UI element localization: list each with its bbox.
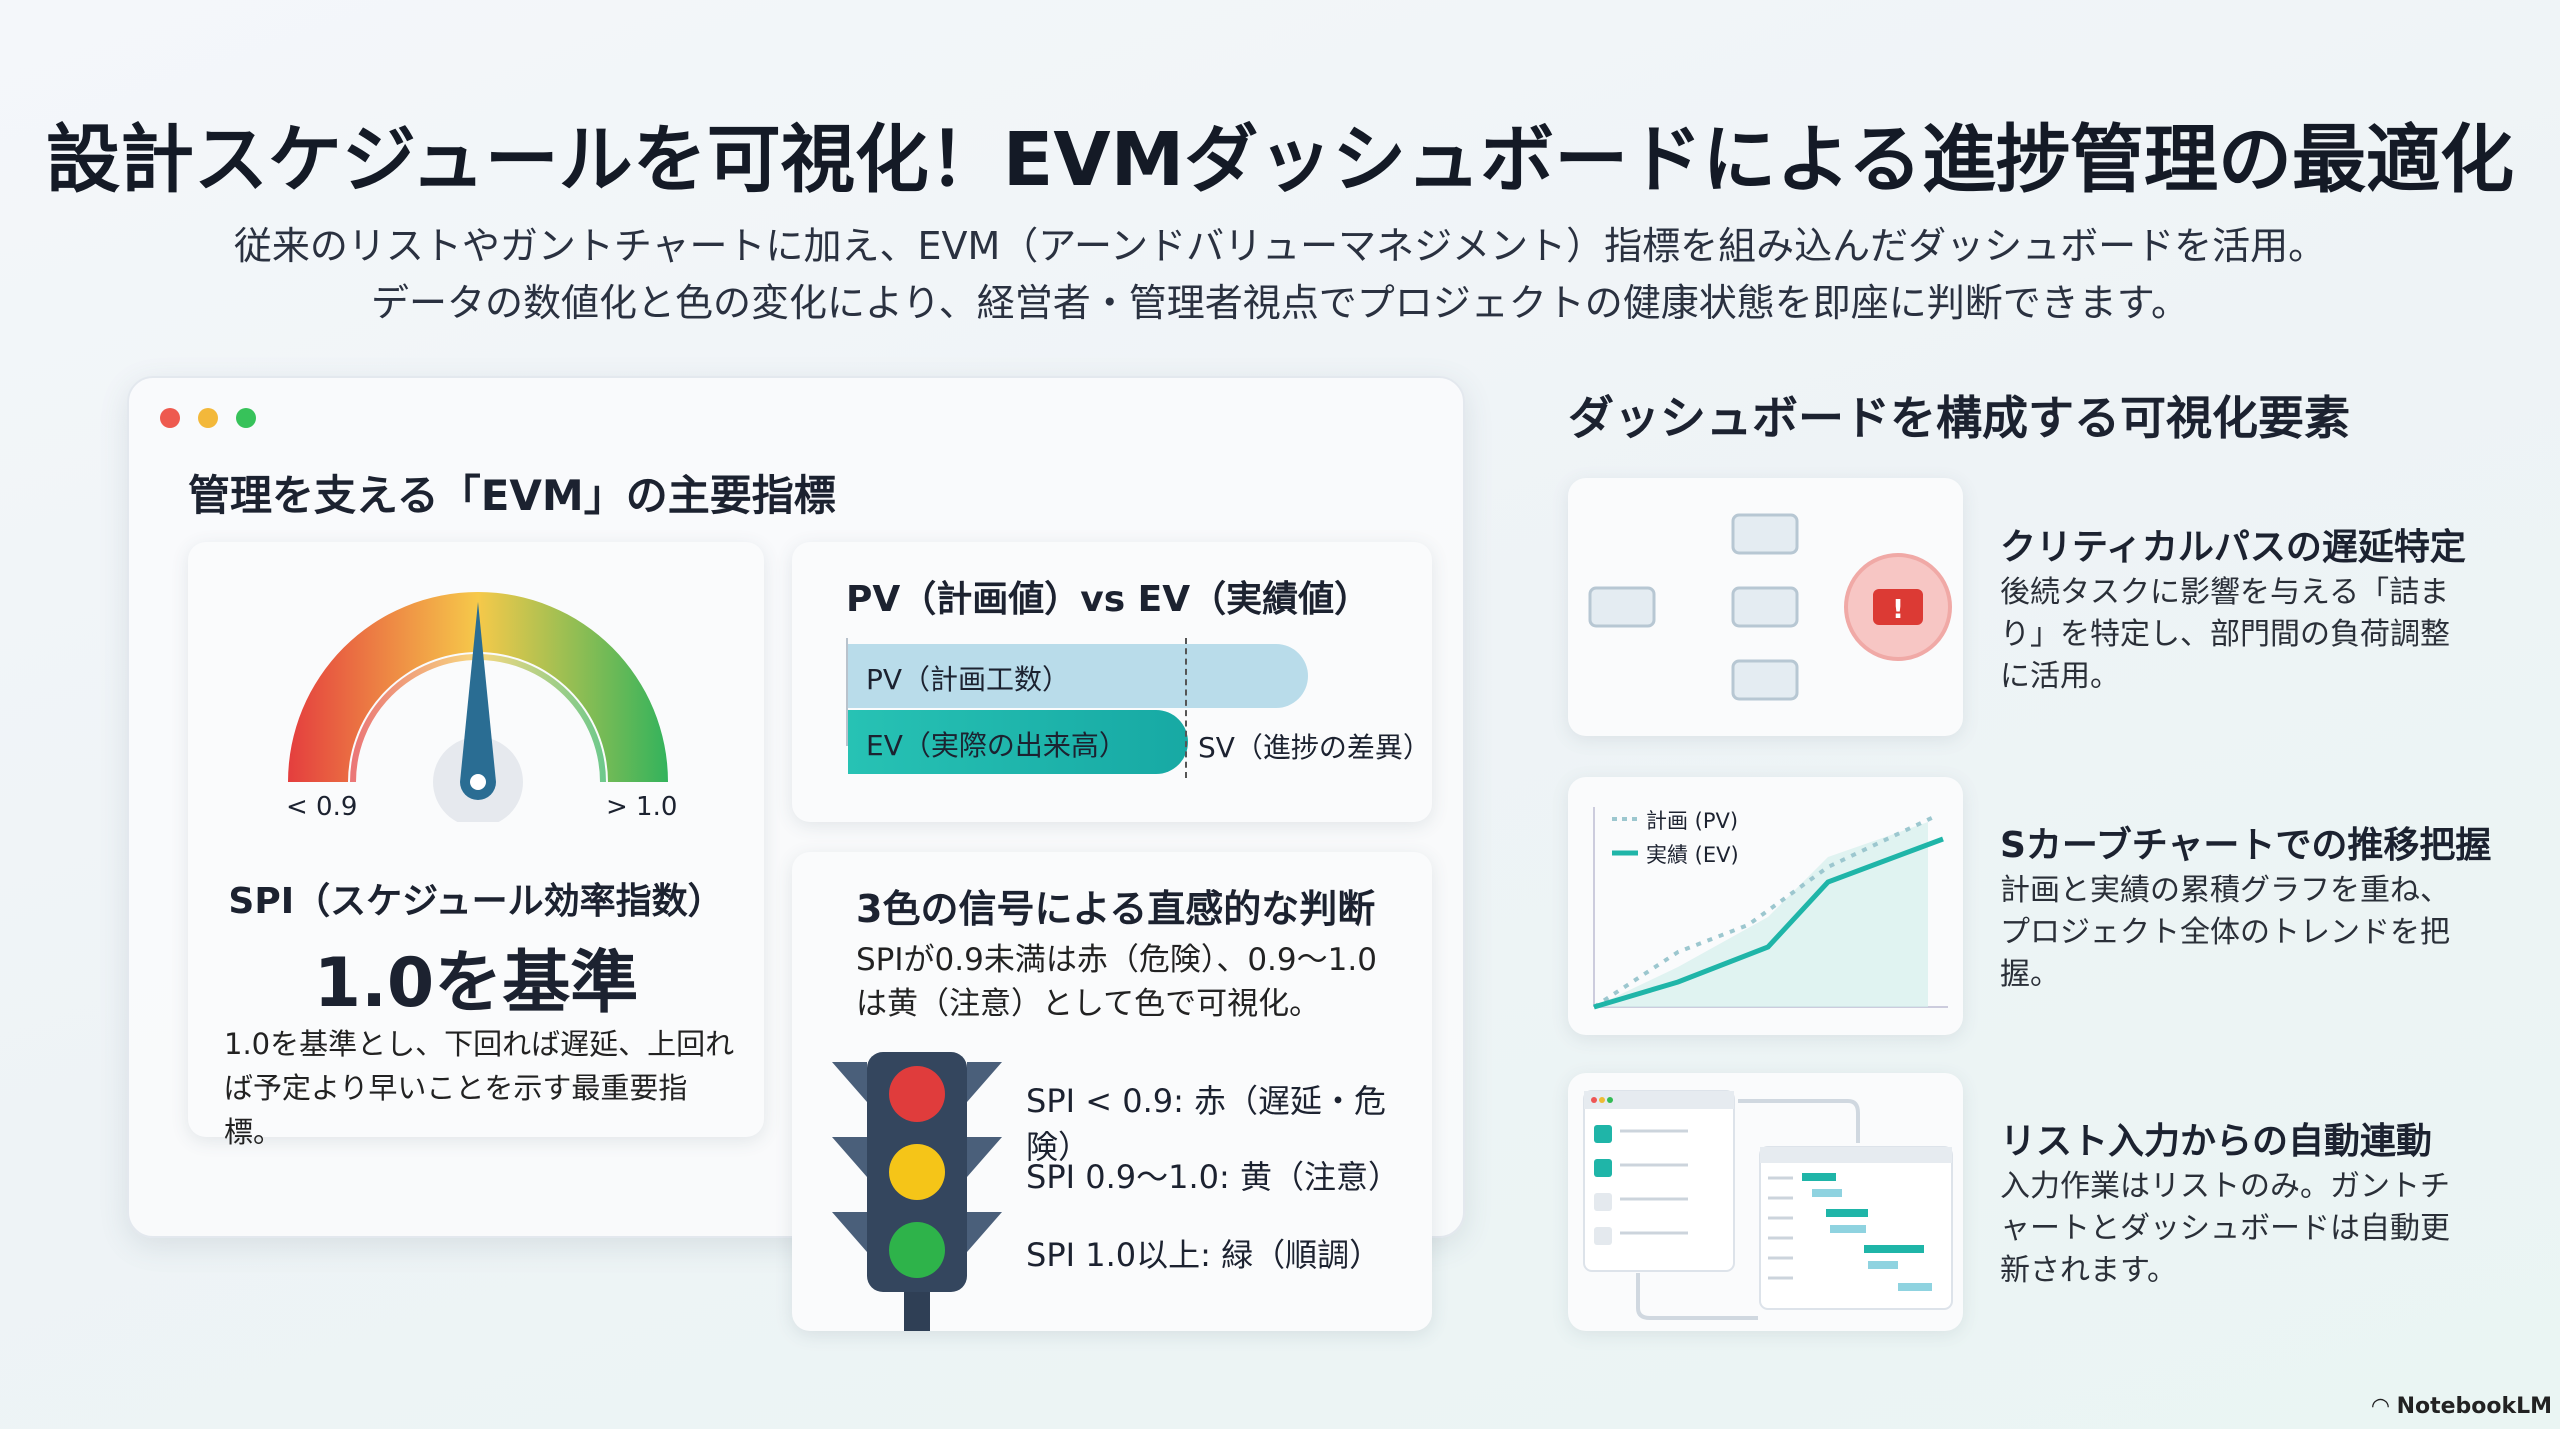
pv-ev-title: PV（計画値）vs EV（実績値） <box>846 579 1371 620</box>
feature-desc-critical-path: 後続タスクに影響を与える「詰まり」を特定し、部門間の負荷調整に活用。 <box>2000 575 2450 694</box>
auto-sync-card <box>1568 1073 1963 1331</box>
gauge-low-label: < 0.9 <box>286 792 358 822</box>
subtitle-line-2: データの数値化と色の変化により、経営者・管理者視点でプロジェクトの健康状態を即座… <box>371 281 2189 325</box>
subtitle-line-1: 従来のリストやガントチャートに加え、EVM（アーンドバリューマネジメント）指標を… <box>233 224 2327 268</box>
spi-gauge <box>288 592 668 822</box>
legend-ev: 実績 (EV) <box>1646 843 1739 867</box>
signal-card: 3色の信号による直感的な判断 SPIが0.9未満は赤（危険）、0.9〜1.0は黄… <box>792 852 1432 1331</box>
sv-label: SV（進捗の差異） <box>1198 731 1431 764</box>
s-curve-chart <box>1592 807 1948 1010</box>
list-gantt-illustration <box>1583 1090 1953 1320</box>
feature-desc-s-curve: 計画と実績の累積グラフを重ね、プロジェクト全体のトレンドを把握。 <box>2000 873 2450 992</box>
svg-text:!: ! <box>1892 595 1904 625</box>
s-curve-card: 計画 (PV) 実績 (EV) <box>1568 777 1963 1035</box>
ev-series-line <box>1593 836 1944 1010</box>
signal-title: 3色の信号による直感的な判断 <box>856 887 1376 931</box>
feature-title-auto-sync: リスト入力からの自動連動 <box>2000 1121 2433 1162</box>
window-dot-green <box>236 408 256 428</box>
page-title: 設計スケジュールを可視化！EVMダッシュボードによる進捗管理の最適化 <box>45 117 2515 203</box>
spi-gauge-card: < 0.9 > 1.0 SPI（スケジュール効率指数） 1.0を基準 1.0を基… <box>188 542 764 1149</box>
feature-title-critical-path: クリティカルパスの遅延特定 <box>2000 527 2466 568</box>
traffic-light-icon <box>832 1052 1002 1331</box>
ev-bar: EV（実際の出来高） <box>848 710 1188 774</box>
pv-ev-card: PV（計画値）vs EV（実績値） PV（計画工数） EV（実際の出来高） SV… <box>792 542 1432 822</box>
brand-label: NotebookLM <box>2396 1394 2553 1419</box>
critical-path-card: ! <box>1568 478 1963 736</box>
evm-heading: 管理を支える「EVM」の主要指標 <box>188 471 836 520</box>
spi-description: 1.0を基準とし、下回れば遅延、上回れば予定より早いことを示す最重要指標。 <box>224 1027 735 1149</box>
window-dot-red <box>160 408 180 428</box>
signal-description: SPIが0.9未満は赤（危険）、0.9〜1.0は黄（注意）として色で可視化。 <box>856 942 1377 1022</box>
signal-rule-red: SPI < 0.9: 赤（遅延・危険） <box>1026 1082 1387 1166</box>
pv-series-line <box>1592 813 1939 1009</box>
gauge-high-label: > 1.0 <box>606 792 678 822</box>
right-heading: ダッシュボードを構成する可視化要素 <box>1568 391 2350 445</box>
feature-title-s-curve: Sカーブチャートでの推移把握 <box>2000 825 2492 866</box>
legend-pv: 計画 (PV) <box>1646 809 1739 833</box>
pv-bar-label: PV（計画工数） <box>866 663 1071 696</box>
bar-axis <box>846 638 848 746</box>
signal-rule-yellow: SPI 0.9〜1.0: 黄（注意） <box>1026 1158 1400 1196</box>
spi-metric-label: SPI（スケジュール効率指数） <box>228 881 724 922</box>
feature-desc-auto-sync: 入力作業はリストのみ。ガントチャートとダッシュボードは自動更新されます。 <box>2000 1169 2450 1288</box>
critical-path-diagram: ! <box>1588 513 1952 701</box>
ev-bar-label: EV（実際の出来高） <box>866 729 1127 762</box>
notebooklm-logo: ◠ NotebookLM <box>2372 1394 2553 1419</box>
pv-bar: PV（計画工数） <box>848 644 1308 708</box>
gauge-needle <box>460 602 496 800</box>
spi-headline: 1.0を基準 <box>313 944 639 1023</box>
signal-rule-green: SPI 1.0以上: 緑（順調） <box>1026 1236 1382 1274</box>
window-dot-yellow <box>198 408 218 428</box>
sv-divider <box>1185 638 1187 778</box>
